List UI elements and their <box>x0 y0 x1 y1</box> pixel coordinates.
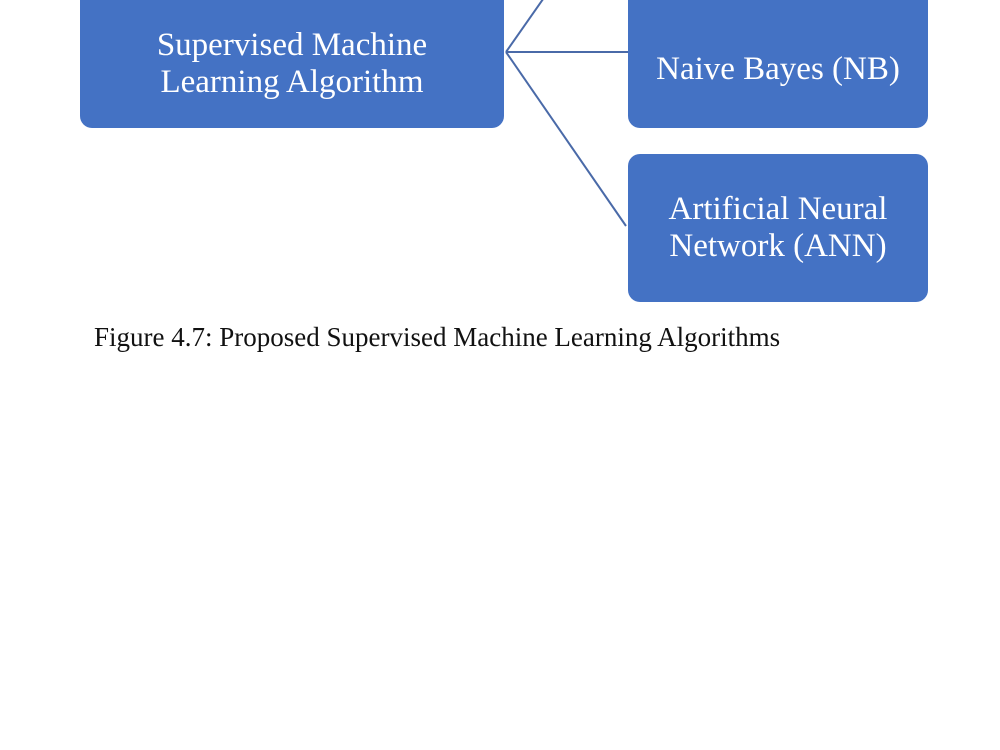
ann-label-line2: Network (ANN) <box>669 228 887 264</box>
figure-caption: Figure 4.7: Proposed Supervised Machine … <box>94 322 781 352</box>
child-node-ann: Artificial Neural Network (ANN) <box>628 154 928 302</box>
root-node-label-line2: Learning Algorithm <box>160 64 424 100</box>
naive-bayes-label: Naive Bayes (NB) <box>656 50 900 87</box>
root-node-supervised-ml: Supervised Machine Learning Algorithm <box>80 0 504 128</box>
ann-label-line1: Artificial Neural <box>668 191 888 227</box>
child-node-naive-bayes: Naive Bayes (NB) <box>628 0 928 128</box>
root-node-label-line1: Supervised Machine <box>156 27 428 63</box>
connector-to-offscreen-item <box>505 0 544 53</box>
connector-to-ann <box>505 51 627 227</box>
